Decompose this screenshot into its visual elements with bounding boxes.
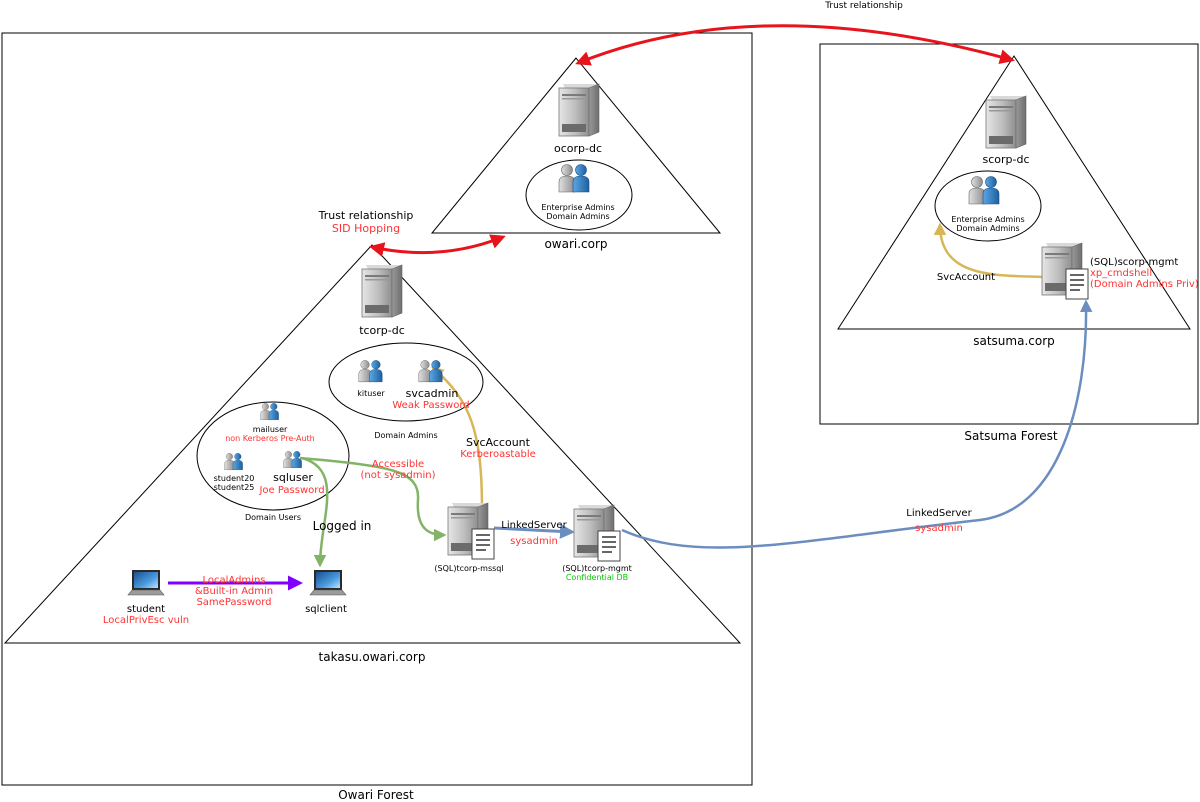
localadmins-label-2: &Built-in Admin xyxy=(195,586,273,597)
tcorp-mgmt-label: (SQL)tcorp-mgmt xyxy=(562,564,632,573)
student20-label: student20 xyxy=(214,474,255,483)
svcadmin-users-icon[interactable] xyxy=(418,360,443,383)
scorp-dc-label: scorp-dc xyxy=(982,153,1029,166)
student-users-icon[interactable] xyxy=(224,453,243,470)
sqluser-sub: Joe Password xyxy=(258,485,324,496)
svcadmin-sub: Weak Password xyxy=(392,400,469,411)
satsuma-domain-triangle xyxy=(837,55,1191,330)
takasu-domain-label: takasu.owari.corp xyxy=(319,650,426,664)
satsuma-forest-label: Satsuma Forest xyxy=(964,429,1058,443)
domain-users-ellipse xyxy=(196,401,350,511)
sqlclient-laptop-icon[interactable] xyxy=(309,569,347,596)
trust-top-label: Trust relationship xyxy=(824,1,903,11)
scorp-group-1: Enterprise Admins xyxy=(951,215,1024,224)
linked-server-inner-sub: sysadmin xyxy=(510,536,558,547)
tcorp-mgmt-sql-server-icon[interactable] xyxy=(574,505,620,561)
mailuser-label: mailuser xyxy=(253,425,288,434)
scorp-mgmt-sub2: (Domain Admins Priv) xyxy=(1090,279,1199,290)
mailuser-users-icon[interactable] xyxy=(260,403,279,420)
svcadmin-label: svcadmin xyxy=(406,387,459,400)
scorp-groups-users-icon xyxy=(968,176,1000,205)
scorp-mgmt-sub1: xp_cmdshell xyxy=(1090,268,1152,279)
domain-admins-ellipse xyxy=(328,342,484,422)
student25-label: student25 xyxy=(214,483,255,492)
trust-sid-sub: SID Hopping xyxy=(332,222,400,235)
tcorp-mssql-label: (SQL)tcorp-mssql xyxy=(434,564,503,573)
scorp-groups-ellipse xyxy=(934,170,1042,242)
localadmins-label-1: LocalAdmins xyxy=(203,575,266,586)
kerberoast-arrow xyxy=(431,366,484,511)
satsuma-domain-label: satsuma.corp xyxy=(973,334,1055,348)
scorp-svcaccount-label: SvcAccount xyxy=(937,272,995,283)
student-laptop-icon[interactable] xyxy=(127,569,165,596)
ocorp-group-2: Domain Admins xyxy=(546,212,609,221)
tcorp-dc-server-icon[interactable] xyxy=(361,264,403,318)
mailuser-sub: non Kerberos Pre-Auth xyxy=(225,434,315,443)
logged-in-arrow xyxy=(301,456,329,568)
ocorp-dc-label: ocorp-dc xyxy=(554,142,602,155)
sqluser-label: sqluser xyxy=(273,471,313,484)
scorp-group-2: Domain Admins xyxy=(956,224,1019,233)
linked-server-outer-arrow xyxy=(621,299,1093,549)
tcorp-dc-label: tcorp-dc xyxy=(359,324,405,337)
accessible-arrow xyxy=(299,456,447,542)
not-sysadmin-label: (not sysadmin) xyxy=(360,470,435,481)
ocorp-group-1: Enterprise Admins xyxy=(541,203,614,212)
scorp-dc-server-icon[interactable] xyxy=(985,95,1027,149)
owari-forest-label: Owari Forest xyxy=(338,788,414,802)
owari-domain-triangle xyxy=(430,57,722,234)
kituser-users-icon[interactable] xyxy=(358,360,383,383)
trust-arrow-owari-satsuma xyxy=(575,24,1015,66)
student-sub: LocalPrivEsc vuln xyxy=(103,615,189,626)
ocorp-groups-users-icon xyxy=(558,164,590,193)
ocorp-groups-ellipse xyxy=(525,159,633,231)
logged-in-label: Logged in xyxy=(313,519,372,533)
sqluser-users-icon[interactable] xyxy=(283,451,302,468)
kituser-label: kituser xyxy=(357,389,385,398)
owari-domain-label: owari.corp xyxy=(544,237,607,251)
takasu-domain-triangle xyxy=(3,244,742,644)
satsuma-forest-box xyxy=(819,43,1199,425)
domain-users-label: Domain Users xyxy=(245,513,301,522)
student-label: student xyxy=(127,604,165,615)
trust-arrow-takasu-owari xyxy=(369,234,506,257)
scorp-mgmt-title: (SQL)scorp-mgmt xyxy=(1090,257,1178,268)
linked-server-inner-arrow xyxy=(493,523,575,539)
linked-server-inner-label: LinkedServer xyxy=(501,520,567,531)
svcaccount-sub: Kerberoastable xyxy=(460,449,536,460)
linked-server-outer-label: LinkedServer xyxy=(906,508,972,519)
scorp-svcaccount-arrow xyxy=(933,222,1044,279)
trust-sid-title: Trust relationship xyxy=(318,209,414,222)
sqlclient-label: sqlclient xyxy=(305,604,347,615)
linked-server-outer-sub: sysadmin xyxy=(915,523,963,534)
accessible-label: Accessible xyxy=(372,459,424,470)
tcorp-mssql-sql-server-icon[interactable] xyxy=(448,503,494,559)
tcorp-mgmt-sub: Confidential DB xyxy=(566,573,628,582)
domain-admins-label: Domain Admins xyxy=(374,431,437,440)
svcaccount-label: SvcAccount xyxy=(466,436,531,449)
scorp-mgmt-sql-server-icon[interactable] xyxy=(1042,243,1088,299)
ocorp-dc-server-icon[interactable] xyxy=(558,83,600,137)
owari-forest-box xyxy=(1,32,753,786)
localadmins-label-3: SamePassword xyxy=(196,597,271,608)
